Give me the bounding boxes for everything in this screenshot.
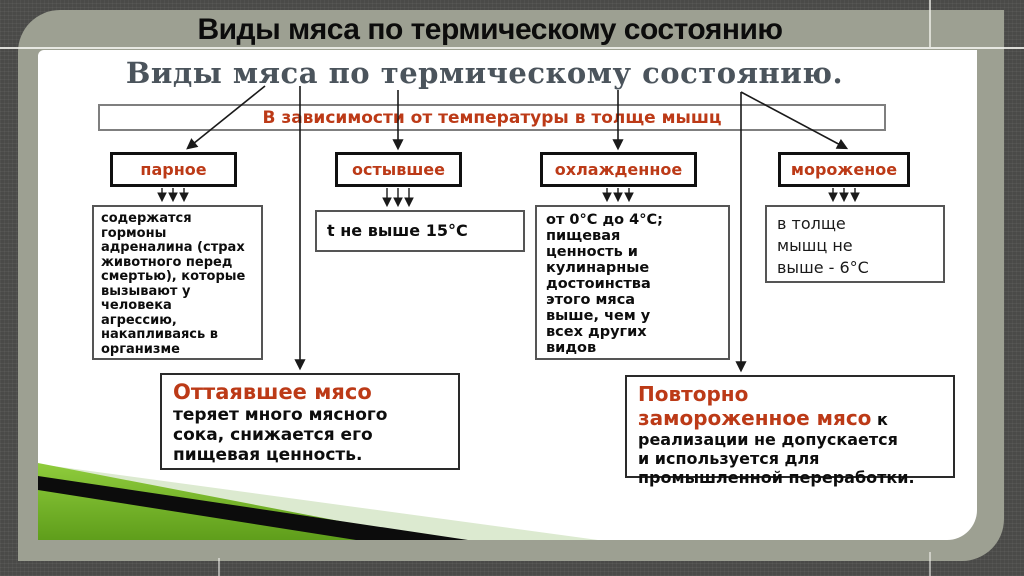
note-title-thawed: Оттаявшее мясо bbox=[173, 380, 372, 404]
diagram-heading: Виды мяса по термическому состоянию. bbox=[125, 56, 844, 90]
category-box-morozhenoe: мороженое bbox=[778, 152, 910, 187]
decor-vertical-line-bottom-left bbox=[218, 558, 220, 576]
condition-box: В зависимости от температуры в толще мыш… bbox=[98, 104, 886, 131]
note-text-thawed: теряет много мясного сока, снижается его… bbox=[173, 405, 388, 465]
note-title-refrozen: Повторно замороженное мясо bbox=[638, 382, 872, 430]
note-text-refrozen: к реализации не допускается и использует… bbox=[638, 410, 915, 487]
decor-vertical-line-top bbox=[929, 0, 931, 47]
category-box-ohlazhdennoe: охлажденное bbox=[540, 152, 697, 187]
note-box-refrozen-meat: Повторно замороженное мясо к реализации … bbox=[625, 375, 955, 487]
slide-content-area: Виды мяса по термическому состоянию. В з… bbox=[38, 50, 977, 540]
description-box-ohlazhdennoe: от 0°С до 4°С; пищевая ценность и кулина… bbox=[535, 205, 730, 360]
description-box-morozhenoe: в толще мышц не выше - 6°С bbox=[765, 205, 945, 283]
decor-vertical-line-bottom-right bbox=[929, 552, 931, 576]
decor-horizontal-line bbox=[0, 47, 1024, 49]
page-title: Виды мяса по термическому состоянию bbox=[197, 13, 783, 46]
description-box-parnoe: содержатся гормоны адреналина (страх жив… bbox=[92, 205, 263, 360]
category-box-parnoe: парное bbox=[110, 152, 237, 187]
description-box-ostyvshee: t не выше 15°С bbox=[315, 210, 525, 252]
category-box-ostyvshee: остывшее bbox=[335, 152, 462, 187]
